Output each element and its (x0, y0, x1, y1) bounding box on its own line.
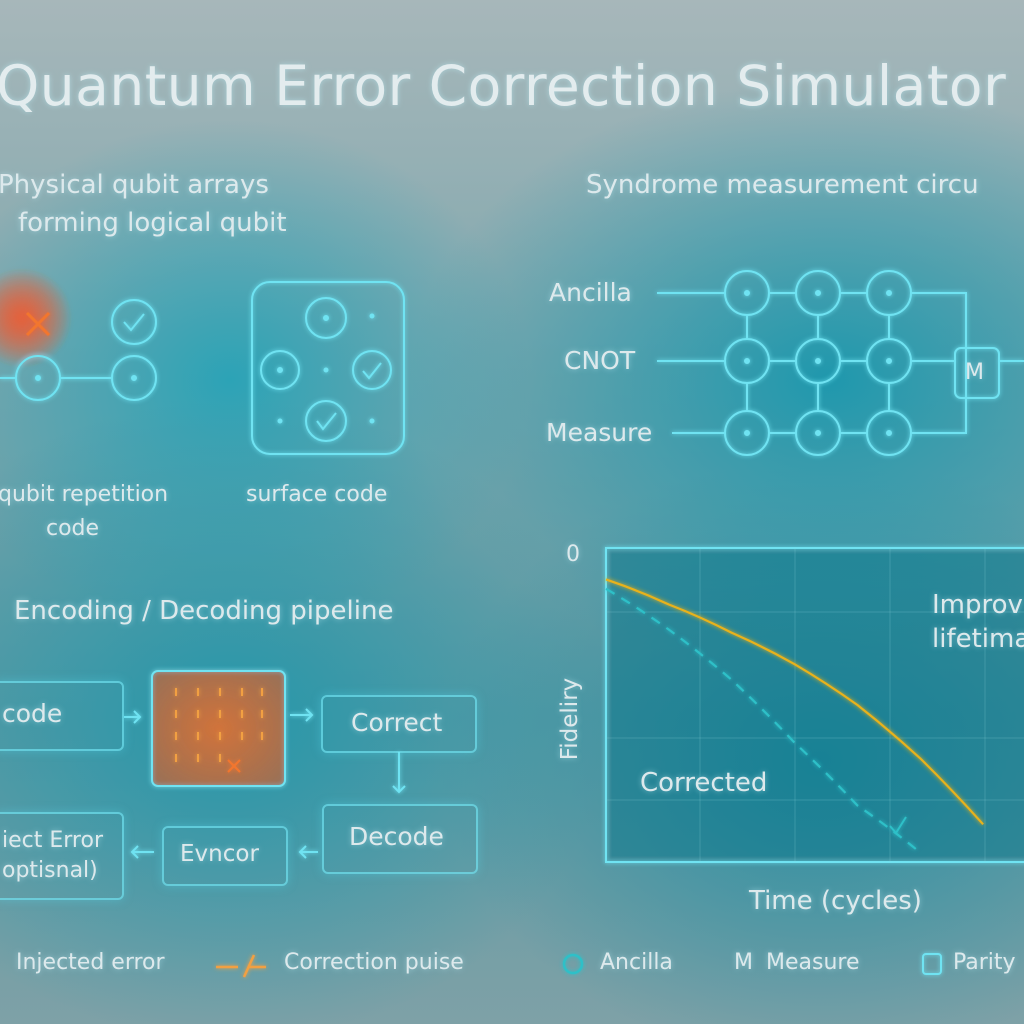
repetition-label-line2: code (46, 516, 100, 541)
legend-injected: Injected error (16, 950, 165, 975)
qubit (111, 355, 157, 401)
legend-ancilla: Ancilla (600, 950, 673, 975)
series-line-dashed (605, 587, 921, 854)
syndrome-heading: Syndrome measurement circu (586, 170, 979, 200)
annotation-line2: lifetima (932, 624, 1024, 654)
qubit (260, 350, 300, 390)
row-label-measure: Measure (546, 418, 653, 447)
physical-heading-line1: Physical qubit arrays (0, 170, 269, 200)
y-tick-label: 0 (566, 542, 580, 567)
x-axis-label: Time (cycles) (749, 886, 922, 916)
decode-step-label: Decode (349, 822, 444, 851)
legend-parity: Parity (953, 950, 1016, 975)
series-line-solid (605, 578, 984, 826)
row-label-ancilla: Ancilla (549, 278, 632, 307)
evncor-step[interactable] (162, 826, 288, 886)
qubit-check (305, 400, 347, 442)
check-icon (889, 816, 907, 835)
legend-correction: Correction puise (284, 950, 464, 975)
encode-step-label: code (2, 699, 63, 728)
inject-error-label-line1: iect Error (2, 828, 103, 853)
decode-step[interactable] (322, 804, 478, 874)
surface-label: surface code (246, 482, 388, 507)
ancilla-legend-icon (562, 953, 584, 975)
encode-step[interactable] (0, 681, 124, 751)
measure-gate-label: M (965, 360, 984, 385)
legend-measure-symbol: M (734, 950, 753, 975)
error-glow (0, 268, 72, 368)
surface-code-frame (251, 281, 405, 455)
corrected-label: Corrected (640, 768, 768, 798)
measurement-gate (954, 347, 1000, 399)
annotation-line1: Improv (932, 590, 1023, 620)
pipeline-arrows (124, 708, 406, 859)
qubit (305, 297, 347, 339)
inject-error-step[interactable] (0, 812, 124, 900)
error-pattern (175, 688, 263, 773)
qubit-check (111, 299, 157, 345)
check-icon (123, 313, 145, 332)
error-x-icon (25, 311, 51, 337)
physical-heading-line2: forming logical qubit (18, 208, 287, 238)
qubit-check (352, 350, 392, 390)
check-icon (362, 362, 382, 380)
syndrome-grid (724, 270, 1024, 456)
parity-legend-icon (922, 953, 942, 975)
correct-step[interactable] (321, 695, 477, 753)
legend-measure: Measure (766, 950, 860, 975)
inject-error-label-line2: optisnal) (2, 858, 98, 883)
row-label-cnot: CNOT (564, 346, 636, 375)
correction-pulse-icon (216, 954, 266, 978)
y-axis-label: Fideliry (557, 677, 583, 761)
page-title: Quantum Error Correction Simulator (0, 54, 1007, 118)
repetition-label-line1: qubit repetition (0, 482, 169, 507)
pipeline-heading: Encoding / Decoding pipeline (14, 596, 394, 626)
evncor-step-label: Evncor (180, 841, 259, 867)
chart-area (605, 547, 1024, 863)
check-icon (316, 412, 337, 431)
error-injection-grid (151, 670, 286, 787)
correct-step-label: Correct (351, 708, 443, 737)
